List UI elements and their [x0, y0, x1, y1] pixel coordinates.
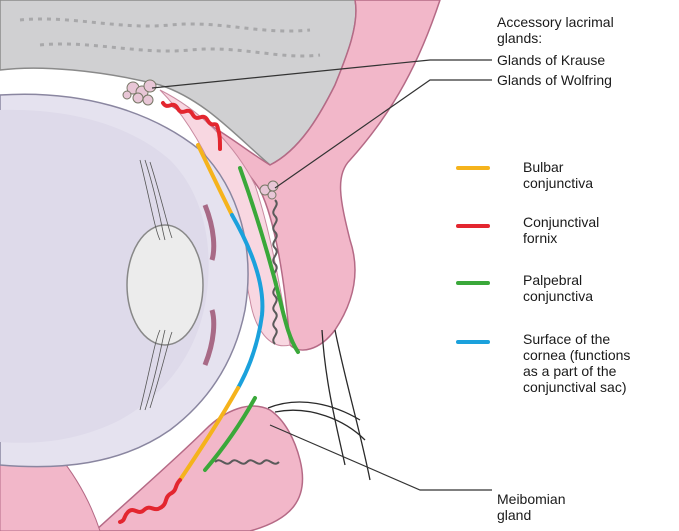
- legend-label-bulbar: Bulbar conjunctiva: [523, 159, 593, 191]
- glands-of-krause-cluster: [123, 80, 156, 105]
- legend-label-cornea: Surface of the cornea (functions as a pa…: [523, 331, 630, 395]
- legend-swatch-palpebral: [456, 281, 490, 285]
- legend-swatch-fornix: [456, 224, 490, 228]
- legend-swatch-bulbar: [456, 166, 490, 170]
- glands-of-krause-label: Glands of Krause: [497, 52, 605, 68]
- lens: [127, 225, 203, 345]
- legend-label-fornix: Conjunctival fornix: [523, 214, 599, 246]
- legend-label-palpebral: Palpebral conjunctiva: [523, 272, 593, 304]
- legend-swatch-cornea: [456, 340, 490, 344]
- glands-of-wolfring-label: Glands of Wolfring: [497, 72, 612, 88]
- accessory-glands-header: Accessory lacrimal glands:: [497, 14, 614, 46]
- meibomian-gland-label: Meibomian gland: [497, 491, 565, 523]
